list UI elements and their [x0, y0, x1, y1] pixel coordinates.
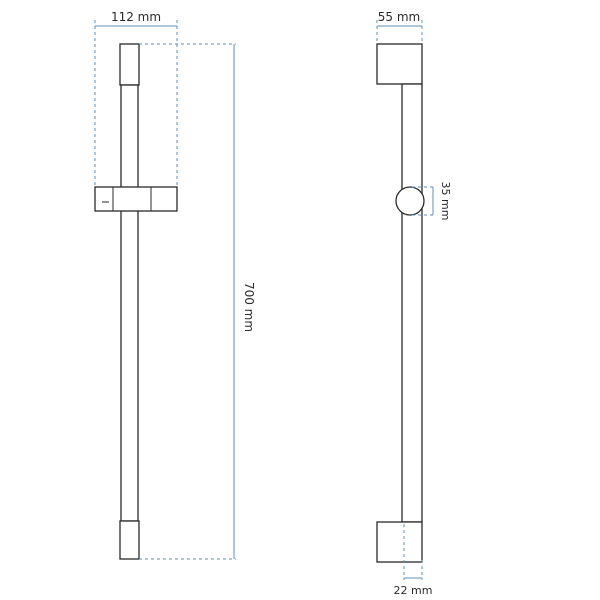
side-view [376, 43, 425, 563]
side-rail [401, 83, 423, 523]
total-height-label: 700 mm [242, 282, 256, 332]
front-top-cap [119, 43, 140, 86]
total-height-dimension: 700 mm [139, 43, 256, 560]
bottom-offset-label: 22 mm [394, 584, 433, 597]
front-bottom-cap [119, 520, 140, 560]
side-width-dimension: 55 mm [376, 10, 423, 44]
side-knob [395, 186, 425, 216]
front-slider [94, 186, 178, 212]
side-top-bracket [376, 43, 423, 85]
front-width-dimension: 112 mm [94, 10, 178, 188]
side-width-label: 55 mm [378, 10, 420, 24]
bottom-offset-dimension: 22 mm [394, 524, 433, 597]
side-bottom-bracket [376, 521, 423, 563]
front-width-label: 112 mm [111, 10, 161, 24]
front-view [94, 43, 178, 560]
front-rail [120, 84, 139, 522]
knob-diameter-label: 35 mm [439, 182, 452, 221]
knob-diameter-dimension: 35 mm [412, 182, 452, 221]
